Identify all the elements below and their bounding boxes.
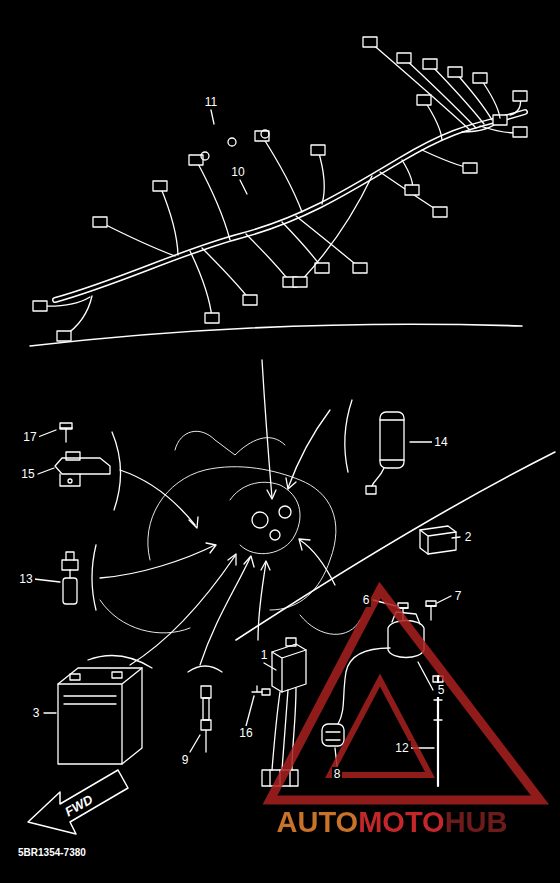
harness-wire xyxy=(100,222,175,256)
harness-wire xyxy=(202,248,250,300)
callout-number: 7 xyxy=(453,589,464,603)
connector xyxy=(423,59,437,69)
harness-wire xyxy=(424,100,442,140)
connector xyxy=(463,163,477,173)
connector xyxy=(363,37,377,47)
callout-number: 17 xyxy=(21,430,38,444)
ring-terminal xyxy=(228,138,236,146)
callout-number: 5 xyxy=(436,683,447,697)
connector xyxy=(33,301,47,311)
callout-number: 1 xyxy=(259,648,270,662)
connector xyxy=(513,91,527,101)
ring-terminal xyxy=(261,130,269,138)
harness-wire xyxy=(262,136,302,212)
direction-arrow-text: FWD xyxy=(61,790,98,820)
callout-number: 3 xyxy=(31,706,42,720)
callout-number: 15 xyxy=(19,467,36,481)
callout-number: 11 xyxy=(203,95,219,109)
harness-wire xyxy=(370,42,470,130)
connector xyxy=(153,181,167,191)
harness-wire xyxy=(282,222,322,268)
harness-wire xyxy=(380,172,440,212)
harness-wire xyxy=(318,150,324,204)
connector xyxy=(243,295,257,305)
callout-number: 14 xyxy=(432,435,449,449)
harness-wire xyxy=(455,72,492,120)
harness-wire xyxy=(64,296,92,336)
connector xyxy=(57,331,71,341)
callout-number: 6 xyxy=(361,593,372,607)
harness-wire xyxy=(404,58,476,128)
ring-terminal xyxy=(201,152,209,160)
connector xyxy=(417,95,431,105)
harness-wire xyxy=(190,251,212,318)
harness-wire xyxy=(480,78,500,118)
connector xyxy=(315,263,329,273)
callout-number: 2 xyxy=(463,530,474,544)
harness-wire xyxy=(300,176,372,282)
connector xyxy=(93,217,107,227)
connector xyxy=(397,53,411,63)
watermark: AUTOMOTOHUB xyxy=(277,808,508,837)
callout-number: 8 xyxy=(332,767,343,781)
callout-number: 13 xyxy=(17,572,34,586)
harness-wire xyxy=(160,186,178,255)
connector xyxy=(353,263,367,273)
harness-wire xyxy=(246,234,290,282)
connector xyxy=(255,131,269,141)
harness-wire xyxy=(196,160,230,240)
connector xyxy=(513,127,527,137)
callout-number: 10 xyxy=(229,165,246,179)
connector xyxy=(473,73,487,83)
callout-number: 12 xyxy=(393,741,410,755)
harness-wire xyxy=(296,216,360,268)
connector xyxy=(448,67,462,77)
connector xyxy=(311,145,325,155)
drawing-code: 5BR1354-7380 xyxy=(16,847,88,859)
callout-number: 9 xyxy=(180,753,191,767)
connector xyxy=(405,185,419,195)
connector xyxy=(433,207,447,217)
connector xyxy=(205,313,219,323)
connector xyxy=(293,277,307,287)
callout-number: 16 xyxy=(237,726,254,740)
